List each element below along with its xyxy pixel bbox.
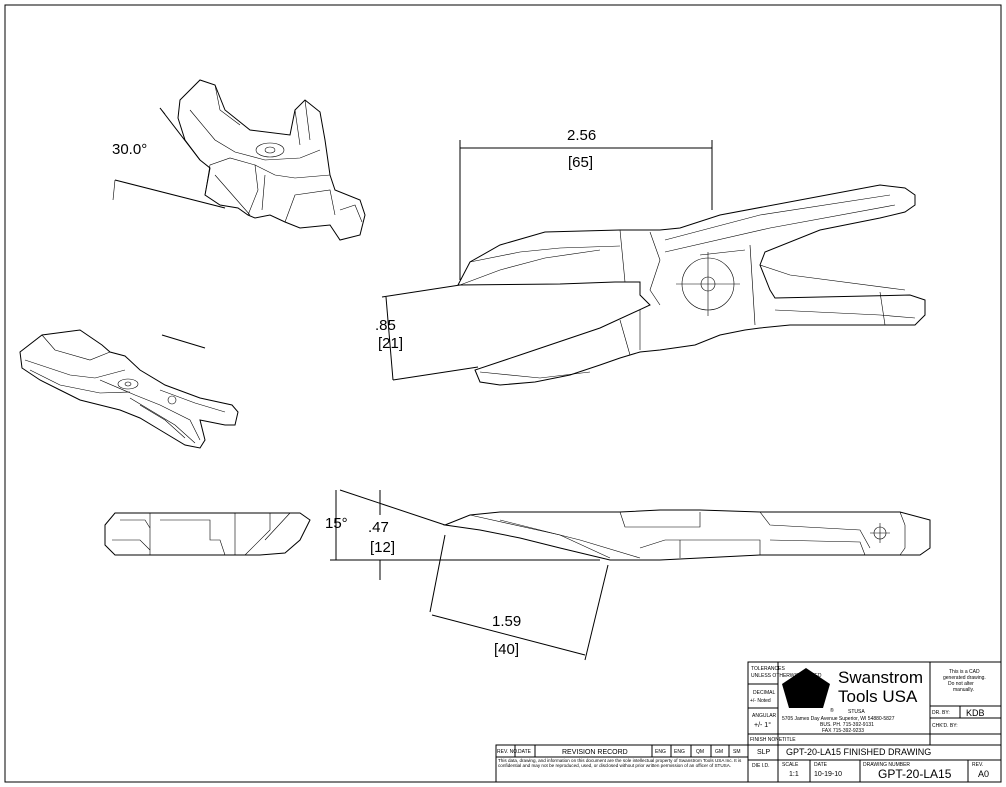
height-dimension-in: .85 (375, 317, 396, 334)
tolerances-label: TOLERANCES (751, 666, 785, 672)
revision-record (495, 744, 749, 783)
decimal-value: +/- Noted (750, 698, 771, 704)
company-logo (782, 668, 830, 708)
company-name-line2: Tools USA (838, 687, 918, 706)
company-fax: FAX 715-392-9233 (822, 728, 864, 734)
angular-label: ANGULAR (752, 713, 777, 719)
die-id-label: DIE I.D. (752, 763, 770, 769)
angular-value: +/- 1° (754, 721, 771, 729)
isometric-view-bottom (19, 329, 239, 449)
rev-eng1-header: ENG (655, 749, 666, 755)
rev-qm-header: QM (696, 749, 704, 755)
drawing-number-value: GPT-20-LA15 (878, 767, 952, 781)
cad-note-1: This is a CAD (949, 669, 980, 675)
title-label: TITLE (782, 737, 796, 743)
finish-label: FINISH NONE (750, 737, 783, 743)
side-height-mm: [12] (370, 539, 395, 556)
cad-note-2: generated drawing. (943, 675, 986, 681)
date-value: 10-19-10 (814, 771, 842, 778)
company-phone: BUS. PH. 715-392-9131 (820, 722, 874, 728)
cad-note-4: manually. (953, 687, 974, 693)
offset-dimension-in: 1.59 (492, 613, 521, 630)
date-label: DATE (814, 762, 828, 768)
logo-caption: STUSA (848, 709, 865, 715)
isometric-view-top (112, 79, 366, 241)
drawing-title: GPT-20-LA15 FINISHED DRAWING (786, 747, 931, 757)
rev-sm-header: SM (733, 749, 741, 755)
rev-eng2-header: ENG (674, 749, 685, 755)
registered-mark: ® (830, 707, 834, 714)
drawing-number-label: DRAWING NUMBER (863, 762, 910, 768)
confidential-note: This data, drawing, and information on t… (498, 758, 742, 768)
decimal-label: DECIMAL (753, 690, 775, 696)
scale-label: SCALE (782, 762, 799, 768)
checked-by-label: CHK'D. BY: (932, 723, 958, 729)
revision-value: A0 (978, 769, 989, 779)
width-dimension-mm: [65] (568, 154, 593, 171)
cad-note-3: Do not alter (948, 681, 974, 687)
angle-top-label: 30.0° (112, 141, 147, 158)
tolerances-sub: UNLESS OTHERWISE NOTED (751, 673, 822, 679)
drawn-by-value: KDB (966, 708, 985, 718)
side-view (104, 489, 931, 661)
offset-dimension-mm: [40] (494, 641, 519, 658)
width-dimension-in: 2.56 (567, 127, 596, 144)
company-name-line1: Swanstrom (838, 668, 923, 687)
title-block (747, 661, 1002, 783)
side-angle-label: 15° (325, 515, 348, 532)
finish-value: SLP (757, 749, 771, 756)
side-height-in: .47 (368, 519, 389, 536)
rev-gm-header: GM (715, 749, 723, 755)
height-dimension-mm: [21] (378, 335, 403, 352)
revision-label: REV. (972, 762, 983, 768)
rev-no-header: REV. NO. (497, 749, 519, 755)
scale-value: 1:1 (789, 771, 799, 778)
rev-record-header: REVISION RECORD (562, 749, 628, 756)
drawn-by-label: DR. BY: (932, 710, 950, 716)
front-view (381, 140, 926, 386)
rev-date-header: DATE (518, 749, 532, 755)
company-address: 5705 James Day Avenue Superior, WI 54880… (782, 716, 895, 722)
